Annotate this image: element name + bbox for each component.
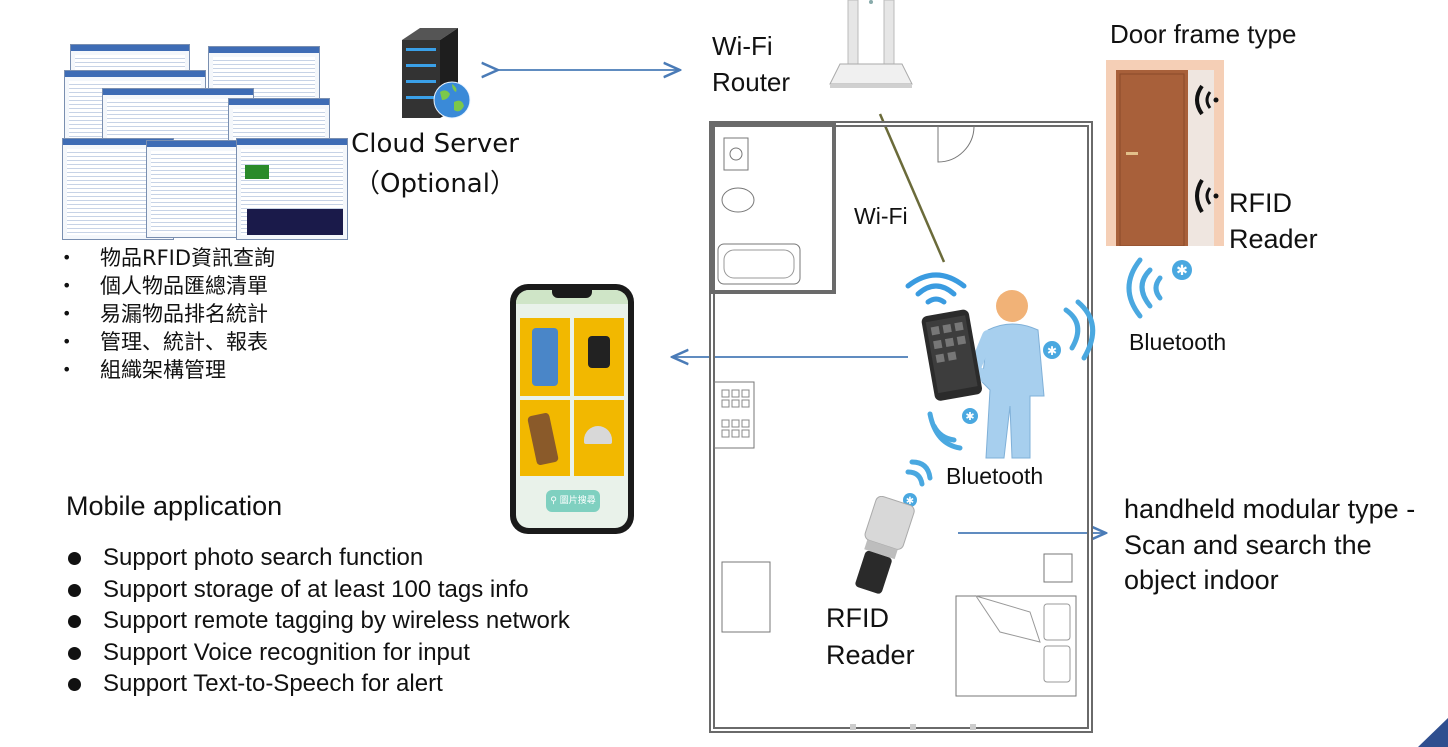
person-icon [968,290,1045,459]
corner-decoration [1418,718,1448,747]
rfid-scanner-icon [855,496,915,594]
list-item: 個人物品匯總清單 [60,272,360,300]
bluetooth-icon: ✱ [1126,257,1192,319]
svg-text:✱: ✱ [1047,344,1057,358]
signal-waves-icon: ✱ [927,408,978,451]
list-item: Support Voice recognition for input [66,637,666,669]
list-item: 易漏物品排名統計 [60,300,360,328]
screenshot-window [236,138,348,240]
phone-notch [552,290,592,298]
router-icon [829,0,913,88]
svg-text:✱: ✱ [906,496,914,507]
globe-icon [433,81,471,119]
door-rfid-reader-label: RFID Reader [1229,188,1318,254]
search-button-label: 圖片搜尋 [559,496,596,506]
room-rfid-reader-label: RFID Reader [826,603,915,670]
list-item: Support photo search function [66,542,666,574]
door-bluetooth-label: Bluetooth [1129,329,1227,355]
floor-plan [709,121,1093,733]
signal-waves-icon: ✱ [1043,299,1096,361]
handheld-description: handheld modular type - Scan and search … [1124,494,1416,595]
list-item: 組織架構管理 [60,356,360,384]
list-item: Support remote tagging by wireless netwo… [66,605,666,637]
list-item: Support storage of at least 100 tags inf… [66,574,666,606]
door-frame-title: Door frame type [1110,19,1297,49]
smartphone-icon: ⚲ 圖片搜尋 [510,284,634,534]
signal-waves-icon [905,272,967,305]
list-item: 物品RFID資訊查詢 [60,244,360,272]
svg-text:✱: ✱ [965,410,974,423]
svg-text:✱: ✱ [1176,263,1188,279]
server-icon [402,28,458,118]
mobile-app-title: Mobile application [66,491,283,521]
door-icon [1106,60,1224,246]
wifi-link-line [878,113,946,263]
list-item: 管理、統計、報表 [60,328,360,356]
search-icon: ⚲ [550,496,557,506]
tablet-icon [921,309,982,401]
list-item: Support Text-to-Speech for alert [66,668,666,700]
management-screenshots-collage [62,42,348,240]
product-tile-watch[interactable] [574,318,624,396]
server-feature-list: 物品RFID資訊查詢 個人物品匯總清單 易漏物品排名統計 管理、統計、報表 組織… [60,244,360,384]
room-bluetooth-label: Bluetooth [946,463,1044,489]
room-wifi-label: Wi-Fi [854,203,908,229]
product-tile-cap[interactable] [574,400,624,476]
cloud-server-label: Cloud Server （Optional） [351,129,519,199]
signal-waves-icon: ✱ [903,459,933,507]
product-tile-phone[interactable] [520,318,570,396]
phone-screen: ⚲ 圖片搜尋 [516,290,628,528]
photo-search-button[interactable]: ⚲ 圖片搜尋 [546,490,600,512]
mobile-feature-list: Support photo search function Support st… [66,542,666,700]
product-tile-glasses[interactable] [520,400,570,476]
wifi-router-label: Wi-Fi Router [712,31,791,97]
